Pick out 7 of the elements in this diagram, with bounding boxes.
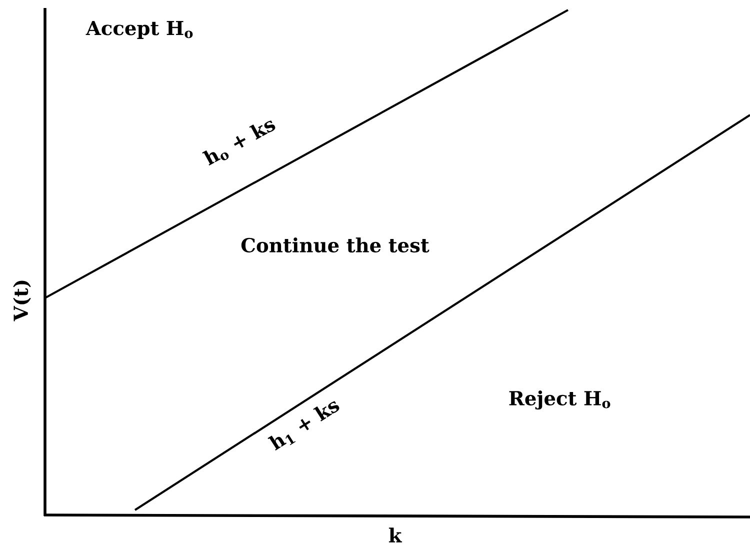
region-label: Accept H$_{o}$	[86, 20, 193, 40]
boundary-label: h$_{o}$ + ks	[202, 120, 276, 166]
region-label: Reject H$_{o}$	[509, 390, 610, 410]
axis-label: k	[388, 528, 402, 542]
axis-label: V(t)	[13, 280, 31, 322]
region-label: Continue the test	[241, 238, 430, 252]
boundary-label: h$_{1}$ + ks	[268, 401, 340, 451]
